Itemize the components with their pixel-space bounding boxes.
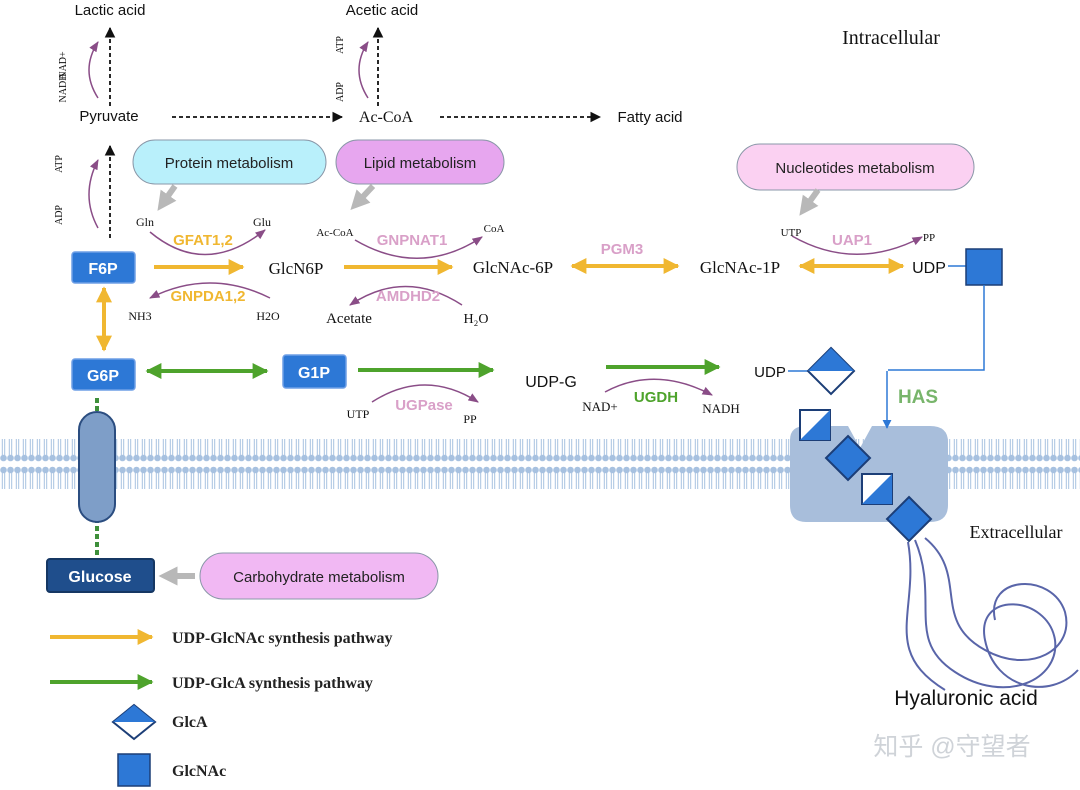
udp-g-label: UDP-G [525, 374, 577, 391]
glu-label: Glu [253, 215, 271, 229]
adp-left-label: ADP [54, 205, 65, 225]
g1p-box: G1P [282, 354, 347, 389]
hyaluronic-acid-label: Hyaluronic acid [894, 687, 1038, 710]
pp-top-label: PP [923, 232, 935, 244]
uap1-enzyme-label: UAP1 [832, 232, 872, 249]
udp-glcnac-pathway-arrows [96, 258, 905, 352]
legend-glca-diamond-icon [111, 703, 157, 741]
utp-top-label: UTP [781, 227, 802, 239]
f6p-label: F6P [88, 261, 118, 278]
has-enzyme-label: HAS [898, 387, 938, 408]
udp-top-label: UDP [912, 260, 946, 277]
glucose-label: Glucose [68, 569, 131, 586]
gnpda-enzyme-label: GNPDA1,2 [170, 288, 245, 305]
ugdh-enzyme-label: UGDH [634, 389, 678, 406]
legend-glca-label: GlcA [172, 714, 208, 731]
glcnac-1p-label: GlcNAc-1P [700, 258, 780, 277]
ac-coa-label: Ac-CoA [359, 109, 414, 126]
protein-metabolism-label: Protein metabolism [165, 155, 293, 172]
adp-acetic-label: ADP [335, 82, 346, 102]
ac-coa-small-label: Ac-CoA [316, 227, 353, 239]
udp-mid-label: UDP [754, 364, 786, 381]
extracellular-label: Extracellular [970, 522, 1063, 542]
udp-glcnac-cofactor-arcs [149, 229, 923, 306]
glca-diamond-glyph-2 [885, 495, 933, 543]
nad-plus-bottom-label: NAD+ [582, 399, 618, 414]
nucleotides-metabolism-label: Nucleotides metabolism [775, 160, 934, 177]
coa-label: CoA [484, 223, 505, 235]
glcn6p-label: GlcN6P [269, 259, 324, 278]
hyaluronic-acid-chain [905, 537, 1079, 691]
nad-plus-label: NAD+ [58, 51, 69, 79]
top-pathways [88, 26, 602, 238]
g6p-label: G6P [87, 368, 119, 385]
pyruvate-label: Pyruvate [79, 108, 138, 125]
protein-metabolism-bubble [132, 139, 327, 185]
glucose-transporter [78, 398, 116, 560]
h2o-left-label: H2O [256, 309, 280, 323]
g6p-box: G6P [71, 358, 136, 391]
nh3-label: NH3 [128, 309, 151, 323]
gln-label: Gln [136, 215, 154, 229]
udp-glca-cofactor-arcs [371, 378, 713, 403]
glcnac-square-glyph-2 [861, 473, 893, 505]
legend-glcnac-square-icon [117, 753, 151, 787]
grey-feed-arrows [157, 183, 821, 586]
utp-bottom-label: UTP [347, 407, 370, 421]
nadh-bottom-label: NADH [702, 401, 740, 416]
nadh-label: NADH [58, 74, 69, 103]
acetate-label: Acetate [326, 311, 372, 327]
legend-udp-glca-label: UDP-GlcA synthesis pathway [172, 675, 373, 692]
fatty-acid-label: Fatty acid [617, 109, 682, 126]
glucose-box: Glucose [46, 558, 155, 593]
carbohydrate-metabolism-bubble [199, 552, 439, 600]
watermark-text: 知乎 @守望者 [873, 733, 1030, 761]
atp-acetic-label: ATP [335, 36, 346, 54]
lactic-acid-label: Lactic acid [75, 2, 146, 19]
udp-glca-pathway-arrows [145, 359, 721, 379]
ugpase-enzyme-label: UGPase [395, 397, 453, 414]
udp-glca-diamond-icon [806, 346, 856, 396]
glcnac-6p-label: GlcNAc-6P [473, 258, 553, 277]
f6p-box: F6P [71, 251, 136, 284]
legend-glcnac-label: GlcNAc [172, 763, 226, 780]
legend: UDP-GlcNAc synthesis pathway UDP-GlcA sy… [50, 629, 392, 787]
acetic-acid-label: Acetic acid [346, 2, 419, 19]
g1p-label: G1P [298, 365, 330, 382]
intracellular-label: Intracellular [842, 27, 940, 49]
lipid-metabolism-bubble [335, 139, 505, 185]
glcnac-square-glyph [799, 409, 831, 441]
nucleotides-metabolism-bubble [736, 143, 975, 191]
udp-glcnac-square-icon [965, 248, 1003, 286]
carbohydrate-metabolism-label: Carbohydrate metabolism [233, 569, 405, 586]
legend-udp-glcnac-label: UDP-GlcNAc synthesis pathway [172, 630, 392, 647]
lipid-metabolism-label: Lipid metabolism [364, 155, 477, 172]
gfat-enzyme-label: GFAT1,2 [173, 232, 233, 249]
glca-diamond-glyph [824, 434, 872, 482]
pp-bottom-label: PP [463, 412, 477, 426]
gnpnat-enzyme-label: GNPNAT1 [377, 232, 448, 249]
atp-left-label: ATP [54, 155, 65, 173]
amdhd-enzyme-label: AMDHD2 [376, 288, 440, 305]
pgm3-enzyme-label: PGM3 [601, 241, 644, 258]
h2o-right-label: H₂O [463, 312, 488, 327]
